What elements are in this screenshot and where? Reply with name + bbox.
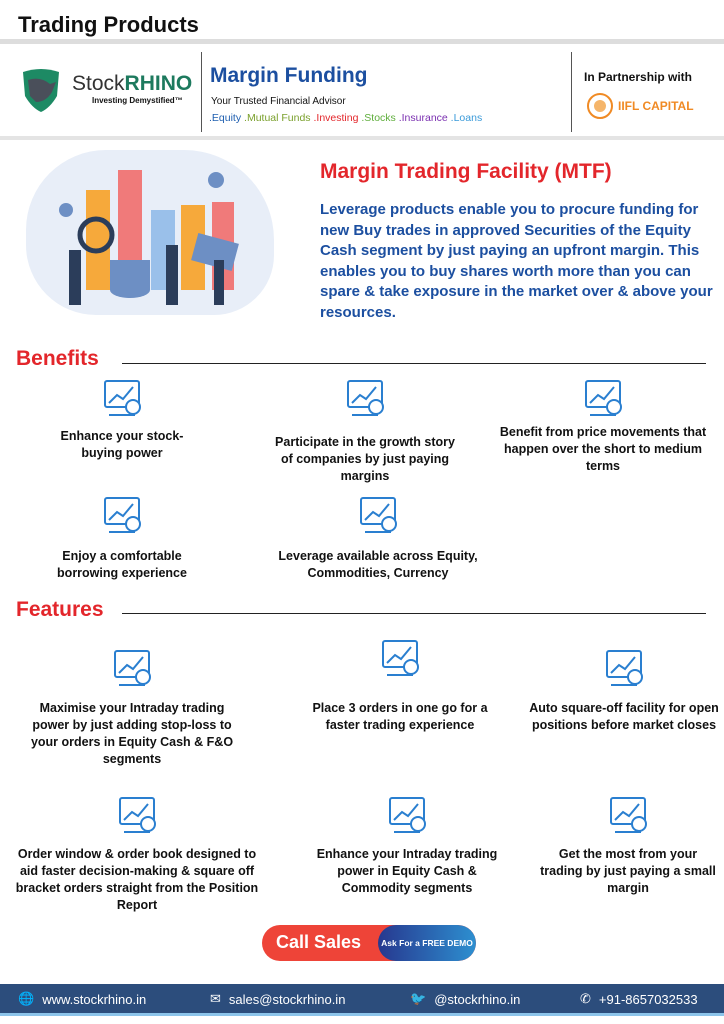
monitor-chart-icon [109, 643, 155, 694]
twitter-icon: 🐦 [410, 991, 427, 1006]
whatsapp-icon: ✆ [580, 991, 591, 1006]
benefit-text: Leverage available across Equity, Commod… [278, 549, 478, 580]
features-heading: Features [16, 598, 104, 621]
partner-name: IIFL CAPITAL [618, 99, 694, 113]
brand-name: StockRHINO [72, 72, 193, 95]
footer: 🌐www.stockrhino.in ✉sales@stockrhino.in … [0, 984, 724, 1016]
website-link[interactable]: 🌐 www.stockrhino.in [18, 991, 146, 1007]
twitter-link[interactable]: 🐦 @stockrhino.in [410, 991, 520, 1007]
feature-text: Auto square-off facility for open positi… [529, 701, 719, 732]
divider [0, 39, 724, 44]
website-text: www.stockrhino.in [42, 991, 147, 1007]
globe-icon: 🌐 [18, 991, 35, 1006]
mtf-description: Leverage products enable you to procure … [320, 201, 713, 321]
phone-text: +91-8657032533 [598, 991, 698, 1007]
benefit-text: Participate in the growth story of compa… [275, 435, 455, 483]
feature-text: Get the most from your trading by just p… [540, 847, 716, 895]
monitor-coin-icon [384, 790, 430, 841]
mtf-title: Margin Trading Facility (MTF) [320, 160, 612, 183]
scale-icon [355, 490, 401, 541]
category-tag: .Mutual Funds [241, 112, 311, 124]
feature-text: Maximise your Intraday trading power by … [30, 701, 234, 766]
category-tag: .Loans [447, 112, 483, 124]
partner-label: In Partnership with [584, 70, 693, 84]
twitter-text: @stockrhino.in [434, 991, 521, 1007]
hero-illustration [26, 150, 274, 315]
category-tag: .Stocks [358, 112, 396, 124]
document-download-icon [114, 790, 160, 841]
category-tags: .Equity .Mutual Funds .Investing .Stocks… [209, 112, 482, 124]
header-subtitle: Your Trusted Financial Advisor [211, 96, 346, 107]
benefits-heading: Benefits [16, 347, 99, 370]
benefit-text: Benefit from price movements that happen… [499, 425, 707, 473]
hand-growth-icon [99, 373, 145, 424]
category-tag: .Insurance [395, 112, 448, 124]
header-title: Margin Funding [210, 64, 368, 87]
rhino-logo-icon [23, 69, 59, 112]
divider [201, 52, 202, 132]
person-briefcase-icon [99, 490, 145, 541]
email-link[interactable]: ✉ sales@stockrhino.in [210, 991, 345, 1007]
category-tag: .Investing [310, 112, 359, 124]
page-title: Trading Products [18, 12, 199, 37]
header: StockRHINO Investing Demystified™ Margin… [0, 44, 724, 140]
brand-tagline: Investing Demystified™ [92, 96, 183, 105]
chart-people-icon [342, 373, 388, 424]
feature-text: Place 3 orders in one go for a faster tr… [312, 701, 488, 732]
benefit-text: Enjoy a comfortable borrowing experience [57, 549, 187, 580]
email-icon: ✉ [210, 991, 221, 1006]
feature-text: Order window & order book designed to ai… [15, 847, 259, 912]
trading-illustration-icon [59, 170, 239, 305]
divider [122, 363, 706, 364]
benefit-text: Enhance your stock-buying power [60, 429, 184, 460]
exchange-icon [377, 633, 423, 684]
feature-text: Enhance your Intraday trading power in E… [316, 847, 498, 895]
chart-down-icon [605, 790, 651, 841]
call-sales-button[interactable]: Call Sales Ask For a FREE DEMO [262, 925, 476, 961]
call-sales-label: Call Sales [276, 932, 362, 952]
divider [122, 613, 706, 614]
iifl-emblem-icon [587, 93, 613, 119]
divider [571, 52, 572, 132]
warehouse-icon [601, 643, 647, 694]
category-tag: .Equity [209, 112, 242, 124]
partner-logo: IIFL CAPITAL [586, 92, 694, 120]
free-demo-button[interactable]: Ask For a FREE DEMO [378, 925, 476, 961]
exchange-icon [580, 373, 626, 424]
phone-link[interactable]: ✆ +91-8657032533 [580, 991, 698, 1007]
email-text: sales@stockrhino.in [228, 991, 346, 1007]
